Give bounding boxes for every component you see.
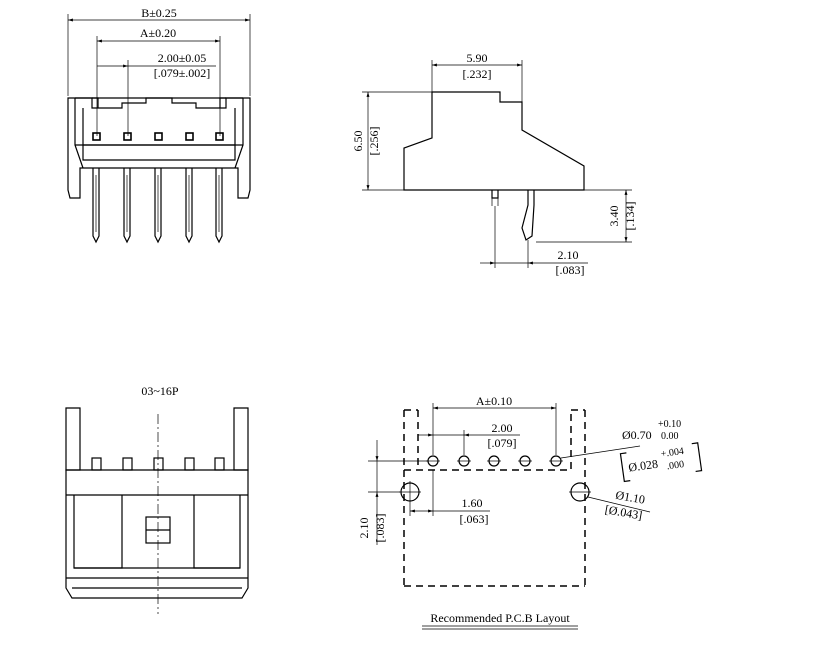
side-offset-mm: 2.10	[558, 248, 579, 262]
pcb-offset-in: [.083]	[373, 514, 387, 543]
pcb-peg-mm: Ø1.10	[614, 488, 646, 507]
pcb-pitch-mm: 2.00	[492, 421, 513, 435]
side-width-in: [.232]	[463, 67, 492, 81]
side-width-mm: 5.90	[467, 51, 488, 65]
pcb-caption: Recommended P.C.B Layout	[430, 611, 570, 625]
pcb-spacing-mm: 1.60	[462, 496, 483, 510]
pcb-layout: A±0.10 2.00 [.079] Ø0.70 +0.10	[357, 394, 703, 630]
side-height-mm: 6.50	[351, 131, 365, 152]
dim-b-label: B±0.25	[141, 6, 177, 20]
front-pins	[92, 132, 224, 244]
pitch-mm-label: 2.00±0.05	[158, 51, 207, 65]
pitch-in-label: [.079±.002]	[154, 66, 211, 80]
front-view: B±0.25 A±0.20 2.00±0.05 [.079±.002]	[67, 6, 251, 244]
pcb-hole-mm: Ø0.70	[622, 428, 652, 442]
side-pinlen-in: [.134]	[623, 202, 637, 231]
pcb-pitch-in: [.079]	[488, 436, 517, 450]
pcb-hole-in: Ø.028	[627, 457, 658, 475]
pcb-offset-mm: 2.10	[357, 518, 371, 539]
pcb-holes	[426, 455, 563, 467]
pcb-spacing-in: [.063]	[460, 512, 489, 526]
pcb-dim-a: A±0.10	[476, 394, 512, 408]
dim-a-label: A±0.20	[140, 26, 176, 40]
top-view-caption: 03~16P	[141, 384, 178, 398]
pcb-hole-in-tol-plus: +.004	[660, 446, 684, 460]
pcb-hole-tol-plus: +0.10	[658, 419, 681, 430]
pcb-hole-in-tol-minus: .000	[666, 459, 685, 472]
pcb-hole-tol-minus: 0.00	[661, 431, 679, 442]
side-pinlen-mm: 3.40	[607, 206, 621, 227]
side-view: 5.90 [.232] 6.50 [.256] 3.40 [.134] 2.10…	[351, 51, 637, 277]
pcb-peg-in: [Ø.043]	[604, 502, 644, 522]
side-height-in: [.256]	[367, 127, 381, 156]
side-offset-in: [.083]	[556, 263, 585, 277]
top-view: 03~16P	[65, 384, 249, 614]
